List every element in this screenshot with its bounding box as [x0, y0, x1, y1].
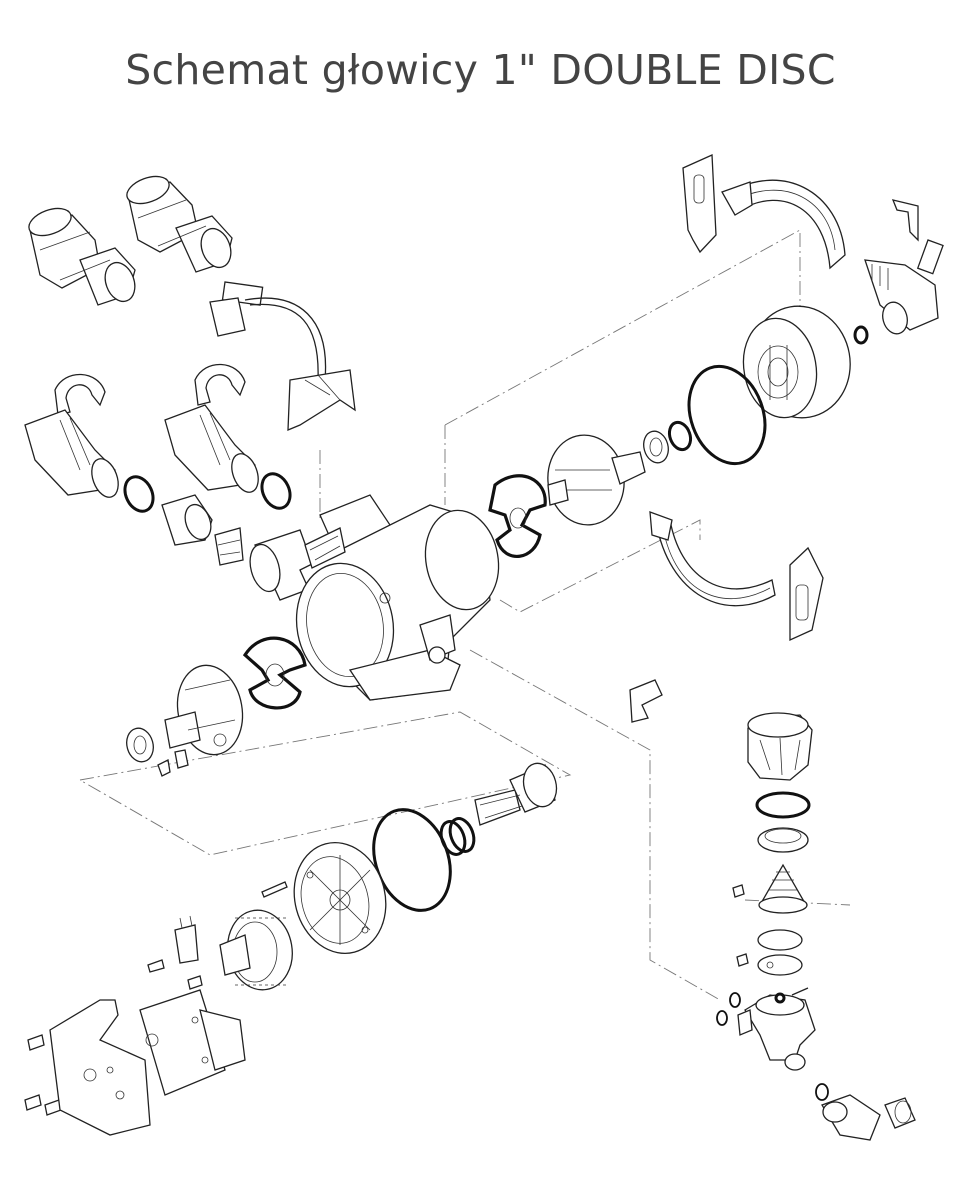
small-clip-lower [157, 749, 189, 777]
turbine-housing [161, 494, 213, 546]
drive-motor [139, 989, 246, 1096]
gear-wheel [219, 909, 293, 991]
disc-seal-lower [242, 636, 307, 710]
small-o-rings-shaft [439, 817, 476, 856]
clip-top-right [682, 154, 717, 254]
valve-disc-lower [164, 664, 244, 756]
o-ring-connector-left [123, 475, 155, 513]
micro-switch [174, 915, 199, 964]
retaining-clip-left [54, 373, 106, 416]
elbow-fitting [821, 1094, 916, 1141]
valve-disc-upper [547, 434, 646, 526]
small-o-ring-upper [853, 325, 869, 345]
turbine-impeller [214, 527, 244, 566]
clip-lower-right [789, 546, 824, 642]
injector-body [737, 987, 816, 1071]
clip-small-right [629, 679, 663, 723]
adapter-pipe-right [126, 175, 233, 273]
clamp-half-lower [649, 511, 776, 607]
injector-cap-large [742, 305, 851, 419]
adapter-pipe-left [28, 207, 136, 306]
injector-screen [758, 863, 808, 914]
injector-small-o-rings [716, 992, 829, 1101]
injector-o-ring [755, 791, 811, 819]
washer-mid [643, 430, 669, 464]
retaining-clip-right [194, 363, 246, 406]
injector-throat [757, 827, 809, 853]
drive-shaft [474, 762, 558, 826]
disc-seal-upper [488, 474, 547, 558]
injector-plug [757, 954, 803, 976]
connector-right [164, 404, 259, 493]
small-o-ring-mid [667, 420, 693, 452]
injector-cap [747, 712, 813, 781]
sensor-cable-assembly [209, 281, 356, 431]
valve-body [249, 494, 500, 701]
clamp-half-upper [721, 179, 846, 270]
connector-left [24, 409, 119, 498]
mounting-bracket [49, 999, 151, 1136]
diagram-title: Schemat głowicy 1" DOUBLE DISC [125, 46, 836, 94]
small-cap-part [732, 884, 749, 967]
cover-plate [293, 842, 387, 954]
pin [261, 881, 288, 898]
o-ring-connector-right [260, 472, 292, 510]
washer-lower [126, 727, 154, 763]
large-o-ring-upper [687, 364, 767, 466]
side-port-fitting [864, 199, 944, 335]
injector-nozzle [757, 929, 803, 951]
